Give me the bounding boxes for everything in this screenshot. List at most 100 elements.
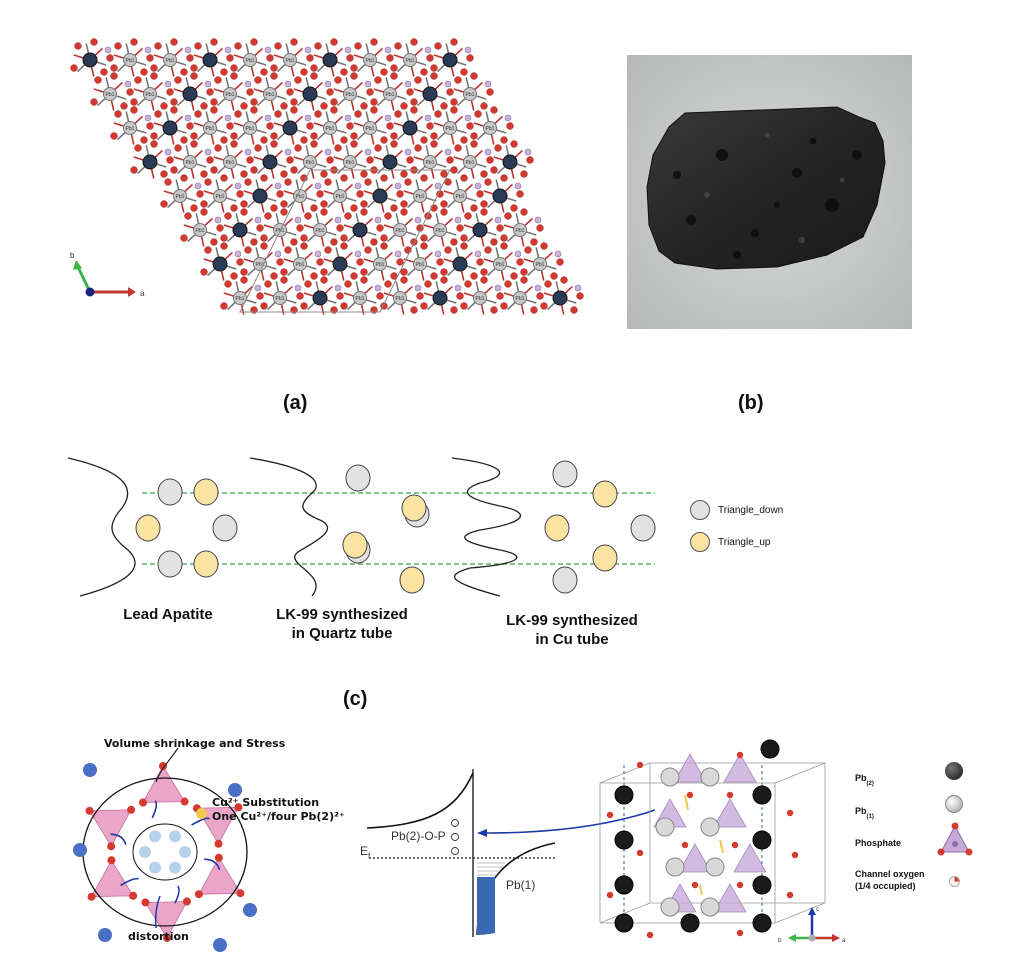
legend-pb1: Pb(1) xyxy=(855,806,874,821)
oxygen-atom xyxy=(256,224,264,232)
oxygen-atom xyxy=(184,212,192,220)
oxygen-atom xyxy=(440,276,448,284)
oxygen-atom xyxy=(234,803,243,812)
pb1-atom xyxy=(203,121,217,135)
oxygen-atom xyxy=(216,224,224,232)
caption-cu-tube: LK-99 synthesized in Cu tube xyxy=(506,612,638,648)
outer-ion xyxy=(243,903,257,917)
band-diagram xyxy=(355,765,656,950)
oxygen-atom xyxy=(334,144,342,152)
oxygen-atom xyxy=(556,258,564,266)
oxygen-atom xyxy=(256,292,264,300)
phosphorus-atom xyxy=(424,114,432,122)
oxygen-atom xyxy=(340,136,348,144)
phosphorus-atom xyxy=(574,284,582,292)
oxygen-atom xyxy=(460,174,468,182)
pb2-atom xyxy=(332,256,348,272)
phosphate-tetrahedron xyxy=(713,883,747,913)
link-arrowhead xyxy=(477,829,487,837)
oxygen-atom xyxy=(350,204,358,212)
pb1-atom xyxy=(393,291,407,305)
oxygen-atom xyxy=(300,136,308,144)
cu-bond xyxy=(699,884,703,896)
oxygen-atom xyxy=(286,156,294,164)
oxygen-atom xyxy=(364,246,372,254)
oxygen-atom xyxy=(270,132,278,140)
oxygen-atom xyxy=(194,890,203,899)
oxygen-atom xyxy=(280,276,288,284)
oxygen-atom xyxy=(390,140,398,148)
oxygen-atom xyxy=(480,200,488,208)
oxygen-atom xyxy=(504,280,512,288)
occupied-states xyxy=(477,877,495,935)
oxygen-atom xyxy=(520,170,528,178)
oxygen-atom xyxy=(182,897,191,906)
pb1-atom-label: Pb1 xyxy=(456,194,465,200)
phosphorus-atom xyxy=(294,216,302,224)
oxygen-atom xyxy=(456,224,464,232)
phosphorus-atom xyxy=(304,46,312,54)
oxygen-atom xyxy=(500,234,508,242)
phosphorus-atom xyxy=(494,284,502,292)
oxygen-atom xyxy=(356,190,364,198)
oxygen-atom xyxy=(350,272,358,280)
oxygen-atom xyxy=(250,106,258,114)
oxygen-atom xyxy=(504,212,512,220)
oxygen-atom xyxy=(316,190,324,198)
distortion-arrow xyxy=(191,817,210,826)
oxygen-atom xyxy=(270,272,278,280)
oxygen-atom xyxy=(330,98,338,106)
oxygen-atom xyxy=(464,212,472,220)
oxygen-atom xyxy=(560,276,568,284)
oxygen-atom xyxy=(470,132,478,140)
oxygen-atom xyxy=(490,238,498,246)
pb1-atom xyxy=(413,189,427,203)
phosphorus-atom xyxy=(204,148,212,156)
pb1-atom-label: Pb1 xyxy=(446,126,455,132)
panel-c xyxy=(60,450,780,600)
oxygen-atom xyxy=(540,242,548,250)
phosphate-triangle xyxy=(88,809,132,848)
pb1-atom xyxy=(383,87,397,101)
pb1-atom-label: Pb1 xyxy=(356,296,365,302)
pb-site xyxy=(149,830,161,843)
band-upper-label: Pb(2)-O-P xyxy=(391,829,446,843)
oxygen-atom xyxy=(530,238,538,246)
oxygen-atom xyxy=(370,98,378,106)
oxygen-atom xyxy=(450,98,458,106)
outer-ion xyxy=(73,843,87,857)
phosphorus-atom xyxy=(254,216,262,224)
oxygen-atom xyxy=(454,144,462,152)
substitution-label: Cu²⁺ Substitution One Cu²⁺/four Pb(2)²⁺ xyxy=(212,796,345,823)
oxygen-atom xyxy=(210,166,218,174)
oxygen-atom xyxy=(150,132,158,140)
pb1-atom-label: Pb1 xyxy=(126,126,135,132)
oxygen-atom xyxy=(226,54,234,62)
pb1-atom-label: Pb1 xyxy=(496,262,505,268)
phosphorus-atom xyxy=(264,114,272,122)
phosphorus-atom xyxy=(344,114,352,122)
pb1-ball xyxy=(700,897,720,917)
oxygen-atom xyxy=(606,891,614,899)
cu-dot xyxy=(196,808,207,819)
pb1-atom xyxy=(373,257,387,271)
fermi-label: Ef xyxy=(360,844,371,861)
pb1-atom-label: Pb1 xyxy=(176,194,185,200)
oxygen-atom xyxy=(324,246,332,254)
oxygen-atom xyxy=(284,178,292,186)
oxygen-atom xyxy=(506,122,514,130)
pb1-atom xyxy=(123,121,137,135)
phosphorus-atom xyxy=(374,284,382,292)
oxygen-atom xyxy=(576,292,584,300)
caption-lead-apatite: Lead Apatite xyxy=(123,606,213,623)
pb2-atom xyxy=(432,290,448,306)
oxygen-atom xyxy=(180,174,188,182)
pb1-atom-label: Pb1 xyxy=(406,58,415,64)
pb1-atom-label: Pb1 xyxy=(386,92,395,98)
oxygen-atom xyxy=(150,140,158,148)
pb1-atom xyxy=(243,53,257,67)
oxygen-atom xyxy=(370,106,378,114)
panel-c-legend: Triangle_down Triangle_up xyxy=(690,500,810,560)
phosphorus-atom xyxy=(224,46,232,54)
